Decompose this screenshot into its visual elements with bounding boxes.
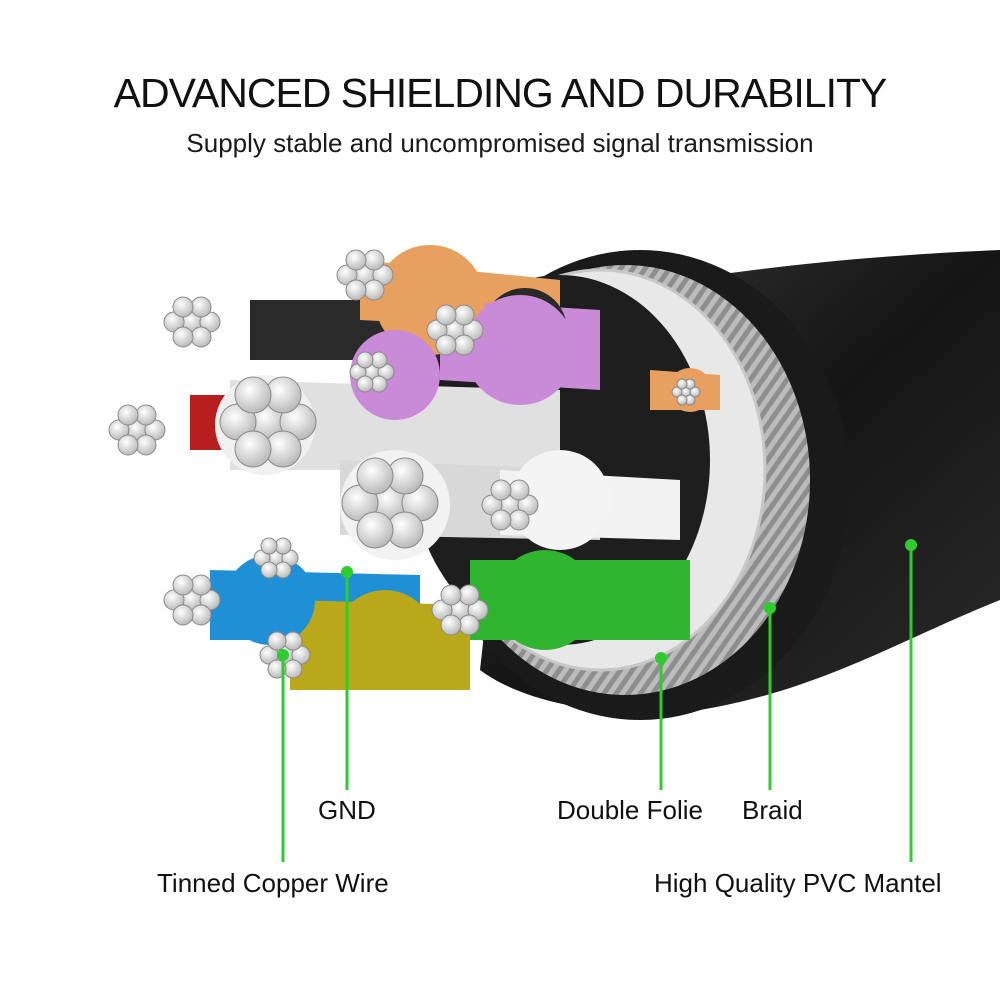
gnd-label: GND (318, 795, 376, 825)
page-title: ADVANCED SHIELDING AND DURABILITY (113, 70, 888, 116)
page-subtitle: Supply stable and uncompromised signal t… (186, 128, 814, 158)
tinned-copper-strands (108, 249, 701, 679)
pvc-mantel-label: High Quality PVC Mantel (654, 868, 942, 898)
braid-label: Braid (742, 795, 803, 825)
tinned-copper-wire-label: Tinned Copper Wire (157, 868, 389, 898)
callout-lines (277, 539, 917, 862)
double-folie-label: Double Folie (557, 795, 703, 825)
